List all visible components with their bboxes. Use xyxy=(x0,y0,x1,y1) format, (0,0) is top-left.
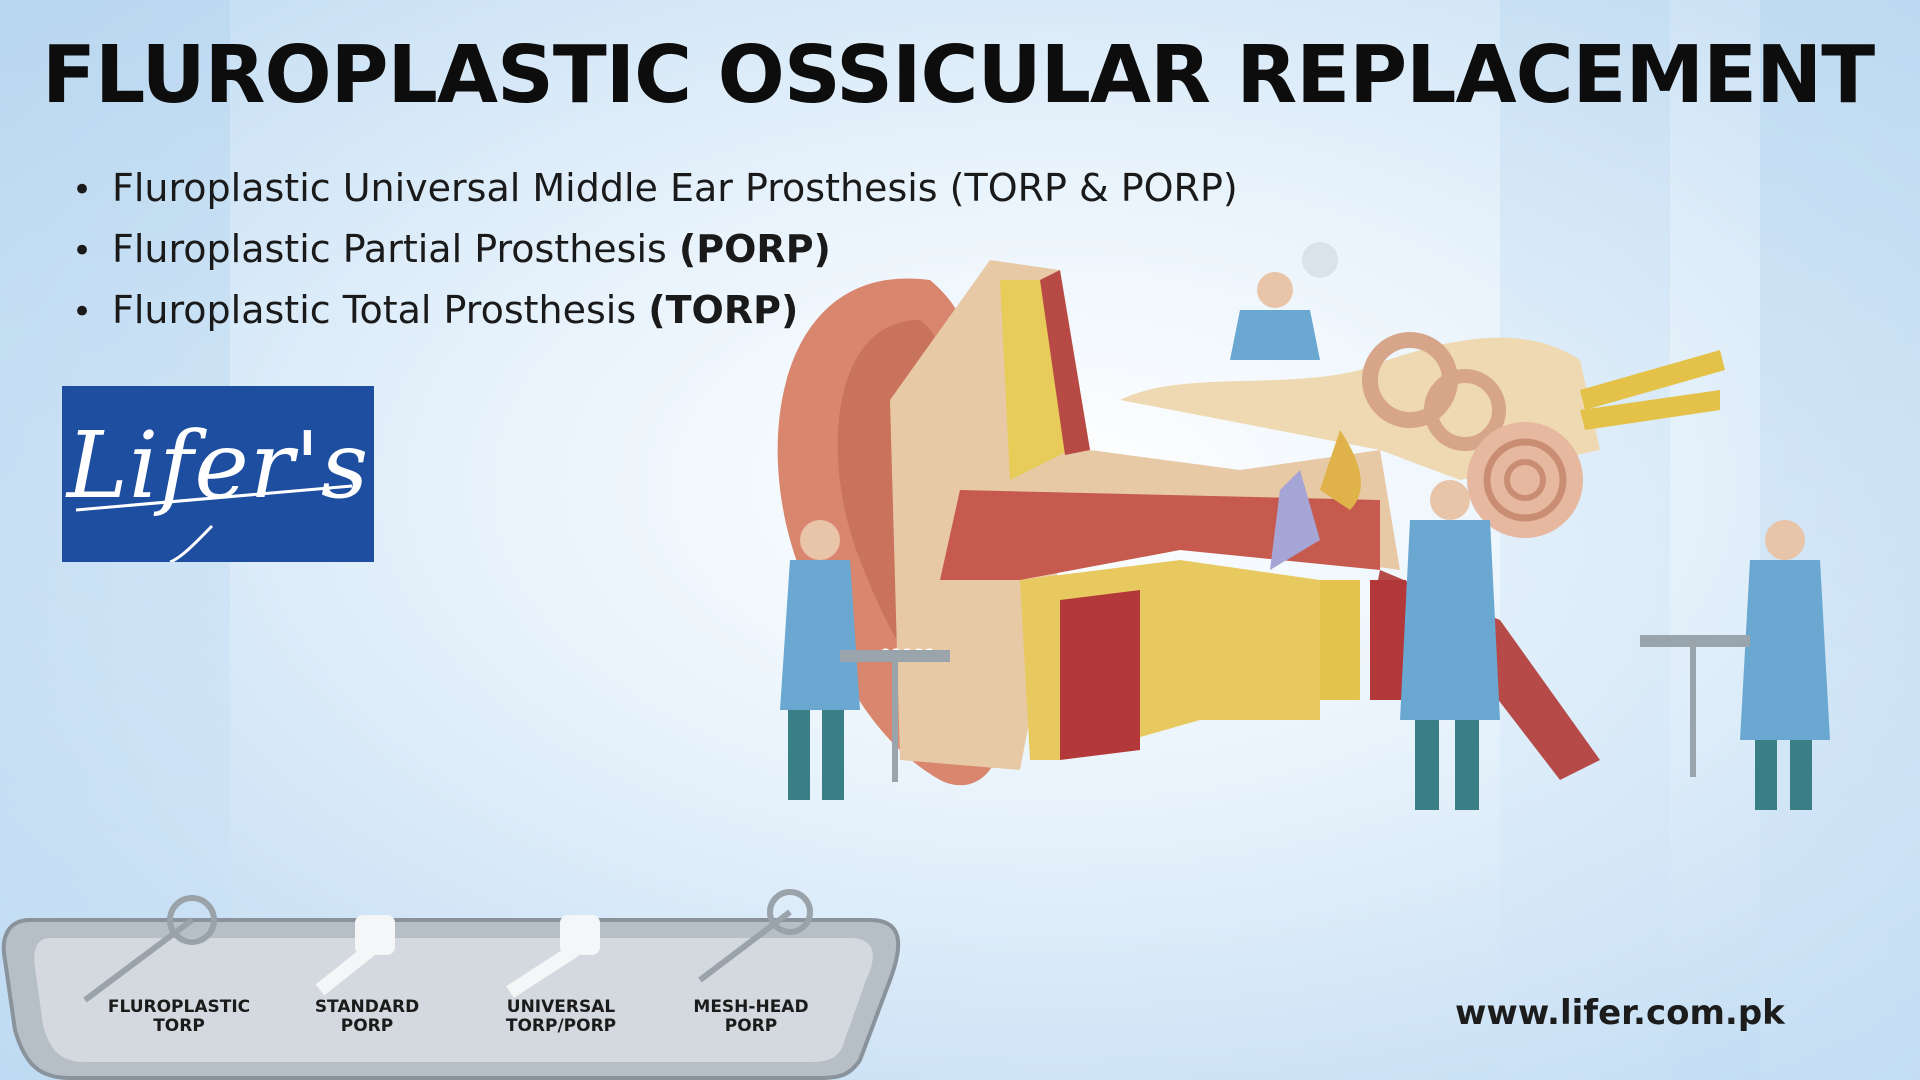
mesh-head-porp-implant-icon xyxy=(698,889,813,983)
surgeon-left-figure xyxy=(780,520,950,800)
tray-label-line2: PORP xyxy=(724,1016,778,1036)
product-bullet-list: Fluroplastic Universal Middle Ear Prosth… xyxy=(72,158,1238,341)
prosthesis-tray-illustration xyxy=(1,889,901,1080)
bullet-text: Fluroplastic Partial Prosthesis xyxy=(112,227,679,271)
surgeon-right-figure xyxy=(1640,520,1830,810)
bullet-text: Fluroplastic Universal Middle Ear Prosth… xyxy=(112,166,1238,210)
torp-implant-icon xyxy=(83,895,217,1003)
tray-label-line1: MESH-HEAD xyxy=(693,997,809,1017)
bullet-bold-text: (PORP) xyxy=(678,227,831,271)
bullet-text: Fluroplastic Total Prosthesis xyxy=(112,288,649,332)
tray-label-line2: TORP xyxy=(153,1016,205,1036)
tray-label-line1: STANDARD xyxy=(314,997,420,1017)
corridor-column-right xyxy=(1500,0,1670,1080)
universal-torp-porp-implant-icon xyxy=(506,915,600,998)
bullet-bold-text: (TORP) xyxy=(648,288,799,332)
page-title: FLUROPLASTIC OSSICULAR REPLACEMENT xyxy=(42,29,1875,121)
tray-label-line1: UNIVERSAL xyxy=(506,997,616,1017)
bullet-item-partial: Fluroplastic Partial Prosthesis (PORP) xyxy=(72,219,1238,280)
surgeon-top-figure xyxy=(1230,242,1338,360)
tray-label-line2: PORP xyxy=(340,1016,394,1036)
tray-label-line1: FLUROPLASTIC xyxy=(107,997,251,1017)
ear-anatomy-surgery-illustration: 01101 xyxy=(777,242,1830,810)
lifers-logo: Lifer's xyxy=(62,386,374,562)
logo-wordmark: Lifer's xyxy=(66,412,370,519)
bullet-item-universal: Fluroplastic Universal Middle Ear Prosth… xyxy=(72,158,1238,219)
logo-swash-icon xyxy=(75,484,353,562)
standard-porp-implant-icon xyxy=(315,915,395,996)
tray-label-line2: TORP/PORP xyxy=(505,1016,617,1036)
surgeon-center-figure xyxy=(1400,480,1500,810)
bullet-item-total: Fluroplastic Total Prosthesis (TORP) xyxy=(72,280,1238,341)
website-link[interactable]: www.lifer.com.pk xyxy=(1455,993,1785,1033)
